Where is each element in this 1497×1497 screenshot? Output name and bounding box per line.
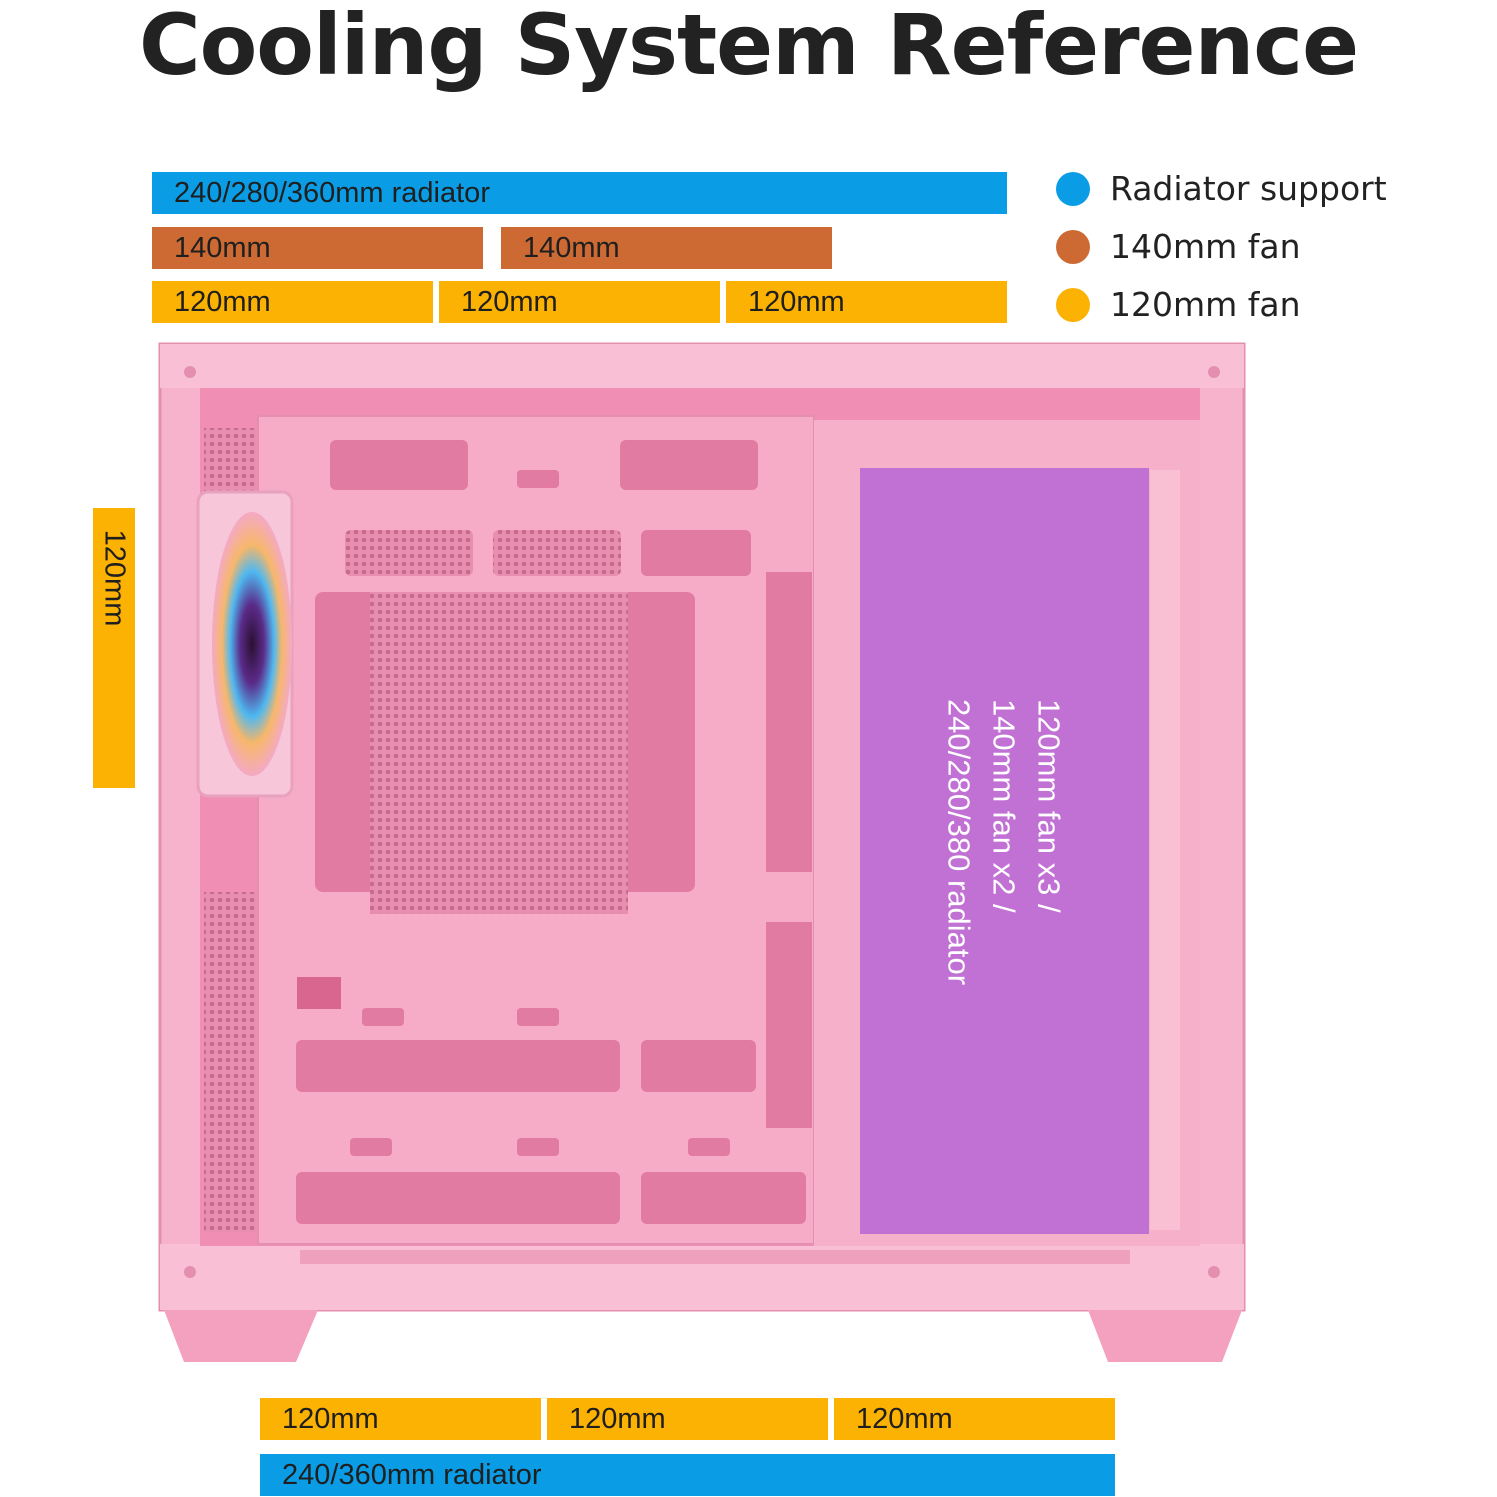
front-mount-highlight xyxy=(860,468,1149,1234)
front-mount-line-1: 120mm fan x3 / xyxy=(1031,698,1067,913)
top-radiator-bar: 240/280/360mm radiator xyxy=(152,172,1007,214)
legend-item-120mm-fan: 120mm fan xyxy=(1056,285,1486,325)
bottom-radiator-bar: 240/360mm radiator xyxy=(260,1454,1115,1496)
top-140mm-fan-bar-2: 140mm xyxy=(501,227,832,269)
front-mount-line-2: 140mm fan x2 / xyxy=(986,698,1022,913)
legend-dot-blue xyxy=(1056,172,1090,206)
front-mount-label: 120mm fan x3 / 140mm fan x2 / 240/280/38… xyxy=(937,699,1072,985)
bottom-120mm-fan-bar-2: 120mm xyxy=(547,1398,828,1440)
legend-dot-orange xyxy=(1056,230,1090,264)
legend-label: Radiator support xyxy=(1110,169,1387,208)
front-mount-line-3: 240/280/380 radiator xyxy=(941,698,977,986)
top-120mm-fan-bar-1: 120mm xyxy=(152,281,433,323)
case-foot-left xyxy=(164,1310,318,1362)
top-120mm-fan-bar-3: 120mm xyxy=(726,281,1007,323)
legend-dot-yellow xyxy=(1056,288,1090,322)
legend-label: 120mm fan xyxy=(1110,285,1301,324)
page-title: Cooling System Reference xyxy=(138,0,1359,94)
bottom-120mm-fan-bar-1: 120mm xyxy=(260,1398,541,1440)
legend-item-radiator-support: Radiator support xyxy=(1056,169,1486,209)
top-140mm-fan-bar-1: 140mm xyxy=(152,227,483,269)
bottom-120mm-fan-bar-3: 120mm xyxy=(834,1398,1115,1440)
top-120mm-fan-bar-2: 120mm xyxy=(439,281,720,323)
rear-120mm-fan-bar: 120mm xyxy=(93,508,135,788)
legend-item-140mm-fan: 140mm fan xyxy=(1056,227,1486,267)
rear-fan-label: 120mm xyxy=(98,529,131,627)
legend-label: 140mm fan xyxy=(1110,227,1301,266)
case-foot-right xyxy=(1088,1310,1242,1362)
